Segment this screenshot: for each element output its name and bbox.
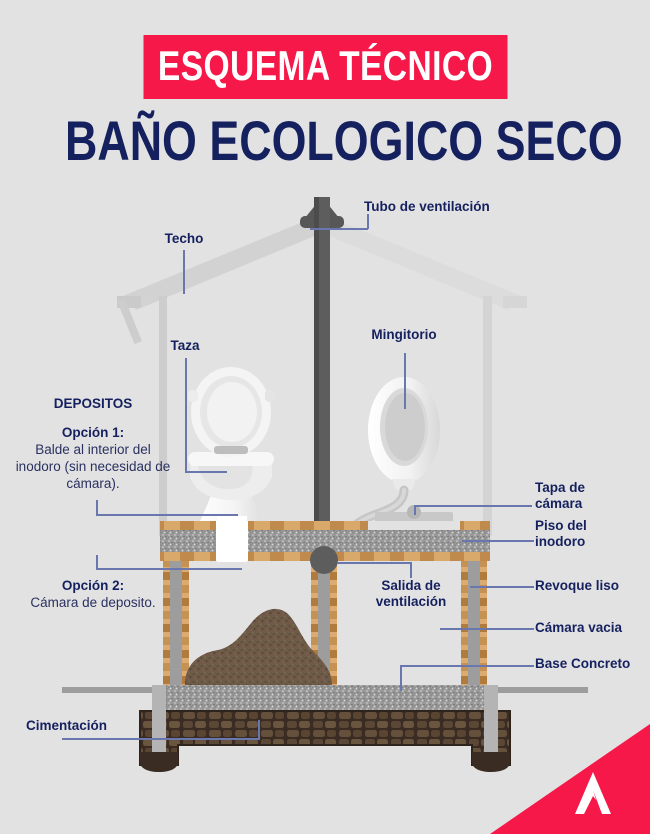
label-salida-ventilacion: Salida de ventilación [375, 578, 447, 609]
leader-salida-h [337, 562, 411, 564]
deposito-option-2: Opción 2: Cámara de deposito. [14, 578, 172, 612]
leader-taza-h [185, 471, 227, 473]
leader-piso [462, 540, 534, 542]
label-taza: Taza [170, 338, 200, 353]
deposito-option-1-title: Opción 1: [61, 425, 125, 440]
label-techo: Techo [164, 231, 204, 246]
deposito-option-2-text: Cámara de deposito. [30, 594, 156, 610]
ground-line [62, 687, 588, 693]
label-cimentacion: Cimentación [26, 718, 108, 733]
roof-group [117, 214, 527, 310]
header: ESQUEMA TÉCNICO BAÑO ECOLOGICO SECO [0, 0, 650, 169]
header-banner: ESQUEMA TÉCNICO [143, 35, 507, 99]
label-tapa-camara: Tapa de cámara [535, 480, 586, 511]
leader-camara [440, 628, 534, 630]
leader-mingitorio [404, 353, 406, 409]
leader-tubo-h [310, 228, 368, 230]
base-concrete-group [153, 685, 497, 711]
leader-base-h [400, 665, 534, 667]
depositos-heading: DEPOSITOS [53, 396, 133, 411]
wall-posts [117, 296, 492, 536]
leader-opcion1-v [96, 500, 98, 515]
leader-techo [183, 250, 185, 294]
leader-opcion2-h [96, 568, 242, 570]
page-title: BAÑO ECOLOGICO SECO [65, 109, 623, 172]
leader-tapa-h [414, 505, 532, 507]
vent-pipe-group [300, 197, 344, 557]
deposito-option-2-title: Opción 2: [61, 578, 125, 593]
urinal-group [343, 377, 440, 539]
brand-logo-icon [575, 772, 611, 814]
label-revoque-liso: Revoque liso [535, 578, 620, 593]
label-tubo-ventilacion: Tubo de ventilación [364, 199, 490, 214]
brand-corner [490, 724, 650, 834]
leader-cimentacion-v [258, 720, 260, 739]
leader-salida-v [410, 562, 412, 578]
vent-outlet-group [310, 546, 338, 574]
label-base-concreto: Base Concreto [535, 656, 631, 671]
leader-tapa-v [414, 505, 416, 515]
chamber-columns [163, 561, 487, 685]
leader-opcion1-h [96, 514, 238, 516]
corner-red-triangle [490, 724, 650, 834]
compost-mound [185, 608, 332, 685]
leader-revoque [470, 586, 534, 588]
leader-opcion2-v [96, 555, 98, 569]
deposito-option-1-text: Balde al interior del inodoro (sin neces… [15, 441, 171, 491]
leader-taza-v [185, 358, 187, 472]
label-piso-inodoro: Piso del inodoro [535, 518, 587, 549]
banner-wrap: ESQUEMA TÉCNICO [0, 35, 650, 99]
leader-tubo-v [367, 214, 369, 229]
deposito-option-1: Opción 1: Balde al interior del inodoro … [14, 425, 172, 493]
leader-cimentacion-h [62, 738, 260, 740]
label-mingitorio: Mingitorio [371, 327, 437, 342]
label-camara-vacia: Cámara vacia [535, 620, 623, 635]
leader-base-v [400, 666, 402, 691]
